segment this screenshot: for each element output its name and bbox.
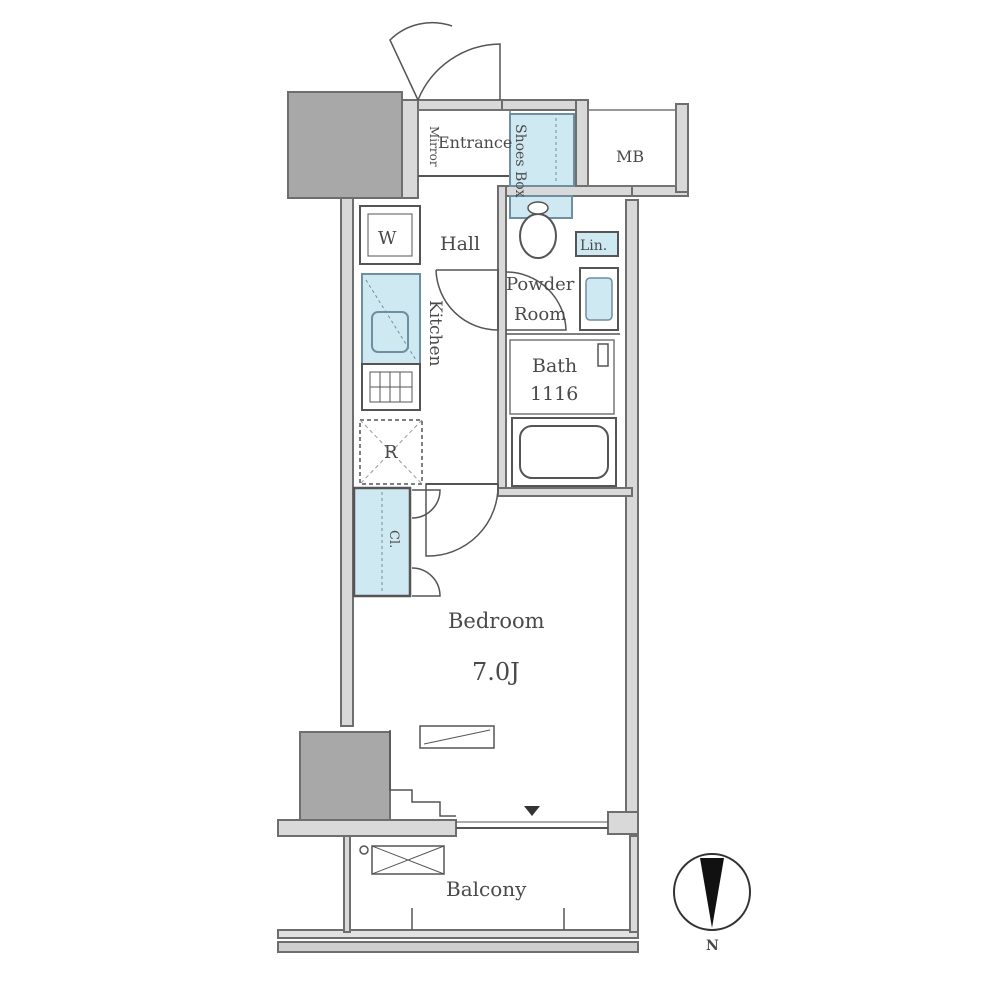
bathtub-icon (511, 417, 617, 487)
label-lin: Lin. (580, 238, 607, 254)
hall-door-icon (435, 269, 499, 331)
label-r: R (384, 442, 398, 463)
mb-closet (587, 109, 677, 187)
label-mb: MB (616, 147, 644, 166)
balcony-door-marker (524, 806, 540, 816)
walls (277, 99, 689, 953)
closet-door-icon (411, 489, 441, 597)
toilet-icon (509, 195, 573, 259)
label-hall: Hall (440, 233, 480, 255)
label-powder-room-line1: Powder (506, 274, 575, 295)
pillar-bottom-left (299, 731, 391, 831)
label-entrance: Entrance (438, 133, 512, 152)
label-bath-size: 1116 (530, 383, 578, 405)
aircon-icon (419, 725, 495, 749)
label-powder-room-line2: Room (514, 304, 566, 325)
bath-area (509, 339, 615, 415)
label-cl: Cl. (386, 530, 401, 548)
outdoor-unit-icon (359, 845, 445, 875)
washer-icon (359, 205, 421, 265)
label-north: N (706, 938, 719, 954)
bedroom-door-icon (425, 483, 499, 557)
linen-cabinet (575, 231, 619, 257)
label-bedroom: Bedroom (448, 609, 545, 633)
stove-icon (361, 363, 421, 411)
label-bedroom-size: 7.0J (472, 658, 520, 686)
sink-icon (361, 273, 421, 365)
entrance-door-icon (389, 21, 501, 101)
wash-basin-icon (579, 267, 619, 331)
closet (352, 486, 412, 598)
fridge-icon (359, 419, 423, 485)
powder-door-icon (505, 271, 567, 331)
label-shoes-box: Shoes Box (512, 124, 528, 198)
stepped-wall (389, 730, 456, 817)
label-bath: Bath (532, 355, 577, 377)
pillar-top-left (287, 91, 403, 199)
label-balcony: Balcony (446, 877, 527, 901)
label-kitchen: Kitchen (425, 300, 445, 366)
compass-icon: N (673, 853, 751, 954)
label-mirror: Mirror (427, 126, 441, 167)
label-w: W (378, 228, 397, 249)
shoes-box (509, 113, 575, 187)
